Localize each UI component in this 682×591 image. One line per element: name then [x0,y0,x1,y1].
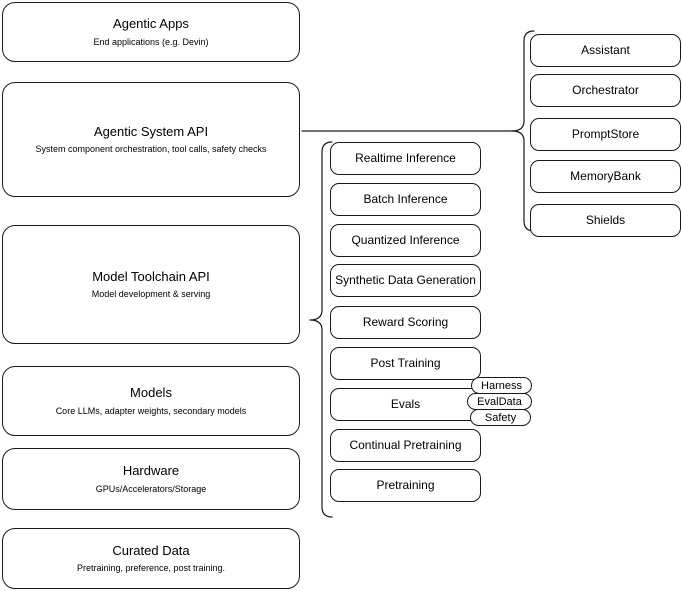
layer-title: Curated Data [112,542,190,558]
layer-model-toolchain-api[interactable]: Model Toolchain API Model development & … [2,225,300,344]
component-memorybank[interactable]: MemoryBank [530,160,681,193]
component-label: Orchestrator [572,83,639,97]
capability-batch-inference[interactable]: Batch Inference [330,183,481,216]
capability-pretraining[interactable]: Pretraining [330,469,481,502]
component-assistant[interactable]: Assistant [530,34,681,67]
eval-pill-safety[interactable]: Safety [470,409,531,426]
capability-label: Evals [390,397,421,411]
capability-label: Continual Pretraining [349,438,462,452]
component-label: PromptStore [571,127,640,141]
component-promptstore[interactable]: PromptStore [530,118,681,151]
layer-title: Agentic Apps [113,16,189,32]
capability-label: Post Training [370,356,441,370]
toolchain-bracket [309,141,333,518]
capability-continual-pretraining[interactable]: Continual Pretraining [330,429,481,462]
layer-models[interactable]: Models Core LLMs, adapter weights, secon… [2,366,300,436]
capability-label: Reward Scoring [362,315,449,329]
capability-label: Realtime Inference [355,151,456,165]
capability-evals[interactable]: Evals [330,388,481,421]
layer-subtitle: System component orchestration, tool cal… [35,144,267,154]
capability-post-training[interactable]: Post Training [330,347,481,380]
component-shields[interactable]: Shields [530,204,681,237]
layer-subtitle: Pretraining, preference, post training. [76,563,226,573]
capability-label: Pretraining [376,478,435,492]
component-label: MemoryBank [570,169,641,183]
capability-label: Quantized Inference [351,233,460,247]
layer-subtitle: Core LLMs, adapter weights, secondary mo… [55,405,247,416]
layer-title: Hardware [122,463,180,479]
layer-agentic-system-api[interactable]: Agentic System API System component orch… [2,82,300,197]
layer-subtitle: Model development & serving [91,289,211,299]
layer-subtitle: GPUs/Accelerators/Storage [95,483,207,494]
capability-quantized-inference[interactable]: Quantized Inference [330,224,481,257]
eval-pill-evaldata[interactable]: EvalData [467,393,532,410]
layer-agentic-apps[interactable]: Agentic Apps End applications (e.g. Devi… [2,2,300,62]
capability-label: Batch Inference [363,192,448,206]
layer-subtitle: End applications (e.g. Devin) [93,36,209,47]
layer-title: Agentic System API [93,123,209,139]
capability-reward-scoring[interactable]: Reward Scoring [330,306,481,339]
eval-pill-label: Safety [484,411,517,424]
eval-pill-label: Harness [481,379,522,392]
capability-label: Synthetic Data Generation [335,273,476,287]
eval-pill-harness[interactable]: Harness [471,377,532,394]
component-label: Assistant [581,43,630,57]
component-label: Shields [585,213,626,227]
layer-curated-data[interactable]: Curated Data Pretraining, preference, po… [2,528,300,589]
capability-realtime-inference[interactable]: Realtime Inference [330,142,481,175]
layer-title: Models [130,385,172,401]
capability-synthetic-data-generation[interactable]: Synthetic Data Generation [330,264,481,297]
layer-hardware[interactable]: Hardware GPUs/Accelerators/Storage [2,448,300,510]
component-orchestrator[interactable]: Orchestrator [530,74,681,107]
layer-title: Model Toolchain API [92,268,210,284]
eval-pill-label: EvalData [477,395,522,408]
